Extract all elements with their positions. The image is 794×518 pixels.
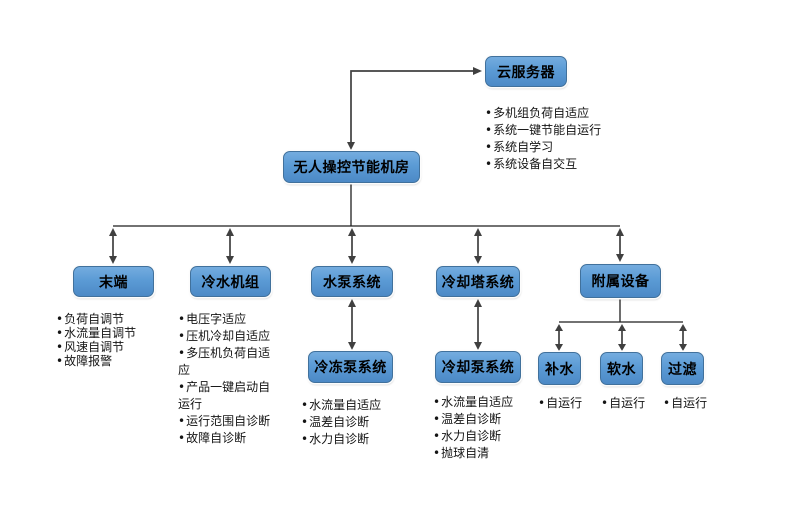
double-arrow-cooling-tower: [474, 228, 482, 264]
double-arrow-cooling-pump: [474, 299, 482, 350]
double-arrow-soft-water: [618, 324, 626, 351]
bullet-item: 自运行: [601, 396, 656, 410]
node-pump-system: 水泵系统: [311, 266, 393, 297]
bullet-item: 系统自学习: [485, 139, 617, 156]
node-cooling-tower-system: 冷却塔系统: [436, 266, 520, 297]
chiller-feature-list: 电压字适应压机冷却自适应多压机负荷自适应产品一键启动自运行运行范围自诊断故障自诊…: [178, 311, 278, 447]
connector-root-cloud: [350, 70, 474, 143]
bullet-item: 系统设备自交互: [485, 156, 617, 173]
bullet-item: 运行范围自诊断: [178, 413, 278, 430]
node-chilled-pump-system: 冷冻泵系统: [308, 351, 393, 383]
soft-water-feature-list: 自运行: [601, 396, 656, 410]
bullet-item: 温差自诊断: [433, 411, 543, 428]
node-chiller-unit: 冷水机组: [190, 266, 271, 297]
bullet-item: 水流量自调节: [56, 326, 166, 340]
bullet-item: 系统一键节能自运行: [485, 122, 617, 139]
bullet-item: 水力自诊断: [301, 431, 411, 448]
bullet-item: 自运行: [538, 396, 593, 410]
bullet-item: 水流量自适应: [301, 397, 411, 414]
cloud-server-feature-list: 多机组负荷自适应系统一键节能自运行系统自学习系统设备自交互: [485, 105, 617, 173]
cooling-pump-feature-list: 水流量自适应温差自诊断水力自诊断抛球自清: [433, 394, 543, 462]
bullet-item: 产品一键启动自运行: [178, 379, 278, 413]
arrowhead-right-cloud: [473, 67, 482, 75]
bullet-item: 电压字适应: [178, 311, 278, 328]
node-cloud-server: 云服务器: [485, 56, 567, 87]
node-filter: 过滤: [661, 352, 704, 385]
arrowhead-down-root: [347, 142, 355, 150]
double-arrow-chilled-pump: [348, 299, 356, 350]
filter-feature-list: 自运行: [663, 396, 718, 410]
makeup-water-feature-list: 自运行: [538, 396, 593, 410]
double-arrow-pump: [348, 228, 356, 264]
bullet-item: 水力自诊断: [433, 428, 543, 445]
bullet-item: 负荷自调节: [56, 312, 166, 326]
double-arrow-filter: [679, 324, 687, 351]
double-arrow-chiller: [226, 228, 234, 264]
bullet-item: 多机组负荷自适应: [485, 105, 617, 122]
bullet-item: 故障自诊断: [178, 430, 278, 447]
double-arrow-auxiliary: [616, 228, 624, 262]
bullet-item: 风速自调节: [56, 340, 166, 354]
double-arrow-terminal: [109, 228, 117, 264]
bullet-item: 自运行: [663, 396, 718, 410]
bullet-item: 水流量自适应: [433, 394, 543, 411]
chilled-pump-feature-list: 水流量自适应温差自诊断水力自诊断: [301, 397, 411, 448]
bullet-item: 多压机负荷自适应: [178, 345, 278, 379]
node-cooling-pump-system: 冷却泵系统: [435, 351, 521, 383]
node-makeup-water: 补水: [538, 352, 581, 385]
node-machine-room: 无人操控节能机房: [283, 151, 420, 183]
node-terminal: 末端: [73, 266, 154, 297]
bullet-item: 压机冷却自适应: [178, 328, 278, 345]
bullet-item: 抛球自清: [433, 445, 543, 462]
double-arrow-makeup-water: [555, 324, 563, 351]
bullet-item: 温差自诊断: [301, 414, 411, 431]
node-auxiliary-equipment: 附属设备: [580, 264, 661, 298]
bullet-item: 故障报警: [56, 354, 166, 368]
node-soft-water: 软水: [600, 352, 643, 385]
terminal-feature-list: 负荷自调节水流量自调节风速自调节故障报警: [56, 312, 166, 368]
